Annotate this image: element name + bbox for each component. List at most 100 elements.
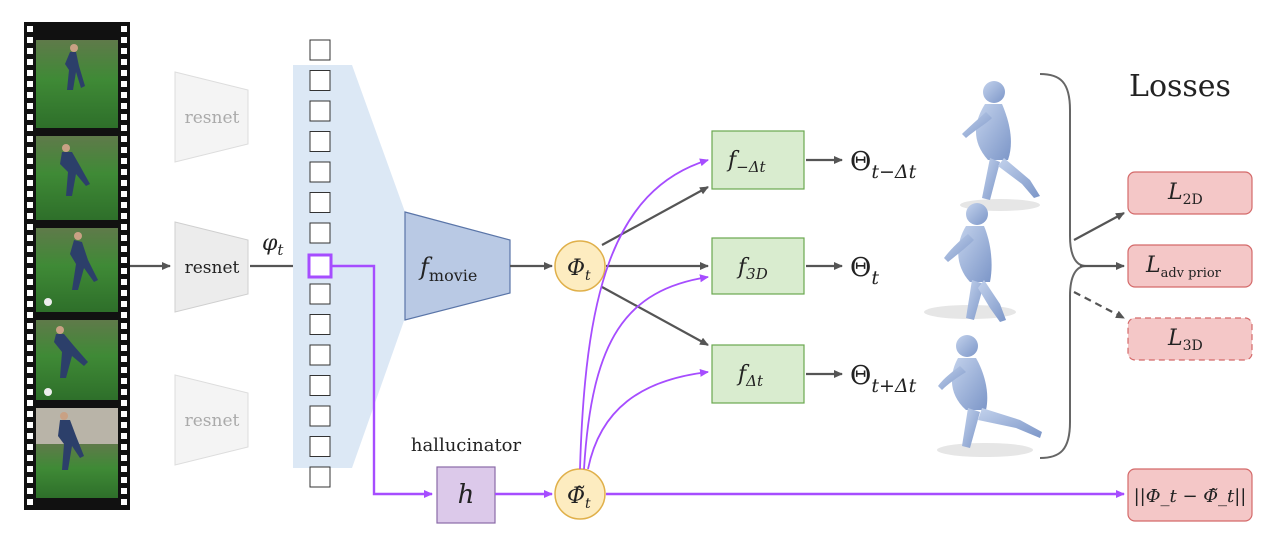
sprocket-hole	[27, 257, 33, 263]
sprocket-hole	[121, 444, 127, 450]
sprocket-hole	[121, 499, 127, 505]
sprocket-hole	[121, 257, 127, 263]
sprocket-hole	[121, 147, 127, 153]
resnet-encoder-active: resnet	[174, 221, 249, 313]
sprocket-hole	[121, 389, 127, 395]
feature-phi-label: φt	[262, 231, 284, 259]
video-frame-2	[36, 136, 118, 220]
sprocket-hole	[121, 246, 127, 252]
sprocket-hole	[27, 499, 33, 505]
phi-node-label: Φt	[567, 256, 591, 284]
sprocket-hole	[121, 191, 127, 197]
feature-to-hallucinator-arrow	[331, 264, 433, 498]
phitilde-to-fminus-arrow	[579, 158, 709, 470]
hallucinator-label: h	[458, 480, 475, 510]
predictor-f-plus-dt: fΔt	[711, 344, 805, 404]
sprocket-hole	[27, 191, 33, 197]
feature-cell	[309, 192, 331, 213]
sprocket-hole	[27, 477, 33, 483]
feature-cell	[309, 466, 331, 488]
sprocket-hole	[27, 367, 33, 373]
sprocket-hole	[121, 103, 127, 109]
sprocket-hole	[27, 378, 33, 384]
sprocket-hole	[27, 81, 33, 87]
sprocket-hole	[27, 125, 33, 131]
feature-cell	[309, 222, 331, 244]
hallucinator-caption: hallucinator	[411, 435, 522, 456]
feature-sequence	[309, 39, 331, 488]
sprocket-hole	[121, 213, 127, 219]
predictor-f-3d: f3D	[711, 237, 805, 295]
feature-cell	[309, 344, 331, 366]
sprocket-hole	[27, 323, 33, 329]
to-l2d-arrow	[1073, 212, 1125, 241]
sprocket-hole	[27, 224, 33, 230]
phi-node: Φt	[554, 240, 606, 292]
sprocket-hole	[27, 389, 33, 395]
phi-tilde-label: Φ̃t	[567, 484, 591, 512]
sprocket-hole	[27, 312, 33, 318]
phitilde-to-fplus-arrow	[587, 368, 709, 470]
sprocket-hole	[121, 323, 127, 329]
sprocket-hole	[121, 477, 127, 483]
hallucinator-box: h	[436, 466, 496, 524]
sprocket-hole	[27, 37, 33, 43]
sprocket-hole	[121, 81, 127, 87]
feature-cell	[309, 70, 331, 91]
video-frame-4	[36, 320, 118, 400]
sprocket-hole	[27, 356, 33, 362]
to-l3d-arrow	[1073, 291, 1125, 319]
predictor-f-minus-dt: f−Δt	[711, 130, 805, 190]
sprocket-hole	[27, 70, 33, 76]
loss-ladv-prior: Ladv prior	[1127, 244, 1253, 288]
sprocket-hole	[121, 400, 127, 406]
sprocket-hole	[121, 70, 127, 76]
sprocket-hole	[27, 334, 33, 340]
sprocket-hole	[121, 312, 127, 318]
loss-consistency: ||Φ_t − Φ̃_t||	[1127, 468, 1253, 522]
video-frame-1	[36, 40, 118, 128]
feature-cell	[309, 100, 331, 122]
video-frame-5	[36, 408, 118, 498]
sprocket-hole	[27, 235, 33, 241]
theta-minus-output: Θt−Δt	[850, 147, 917, 183]
feature-cell	[309, 375, 331, 396]
video-frame-3	[36, 228, 118, 312]
l3d-label: L3D	[1167, 326, 1203, 354]
selected-feature-cell	[307, 253, 333, 279]
sprocket-hole	[121, 224, 127, 230]
sprocket-hole	[27, 279, 33, 285]
losses-title: Losses	[1129, 69, 1231, 104]
feature-cell	[309, 314, 331, 335]
sprocket-hole	[27, 466, 33, 472]
body-mesh-future	[937, 335, 1042, 457]
sprocket-hole	[121, 268, 127, 274]
sprocket-hole	[121, 169, 127, 175]
feature-cell	[309, 161, 331, 183]
sprocket-hole	[27, 444, 33, 450]
film-sprocket-holes	[27, 26, 127, 505]
sprocket-hole	[27, 114, 33, 120]
phi-to-fplus-arrow	[601, 286, 709, 346]
feature-cell	[309, 39, 331, 61]
sprocket-hole	[121, 48, 127, 54]
sprocket-hole	[121, 114, 127, 120]
sprocket-hole	[27, 136, 33, 142]
sprocket-hole	[121, 334, 127, 340]
sprocket-hole	[121, 158, 127, 164]
sprocket-hole	[27, 147, 33, 153]
sprocket-hole	[121, 279, 127, 285]
sprocket-hole	[27, 48, 33, 54]
theta-plus-output: Θt+Δt	[850, 361, 917, 397]
sprocket-hole	[27, 345, 33, 351]
sprocket-hole	[121, 356, 127, 362]
feature-cell	[309, 131, 331, 152]
sprocket-hole	[121, 235, 127, 241]
sprocket-hole	[27, 202, 33, 208]
sprocket-hole	[121, 488, 127, 494]
sprocket-hole	[121, 136, 127, 142]
sprocket-hole	[121, 202, 127, 208]
sprocket-hole	[27, 290, 33, 296]
sprocket-hole	[27, 213, 33, 219]
sprocket-hole	[27, 400, 33, 406]
